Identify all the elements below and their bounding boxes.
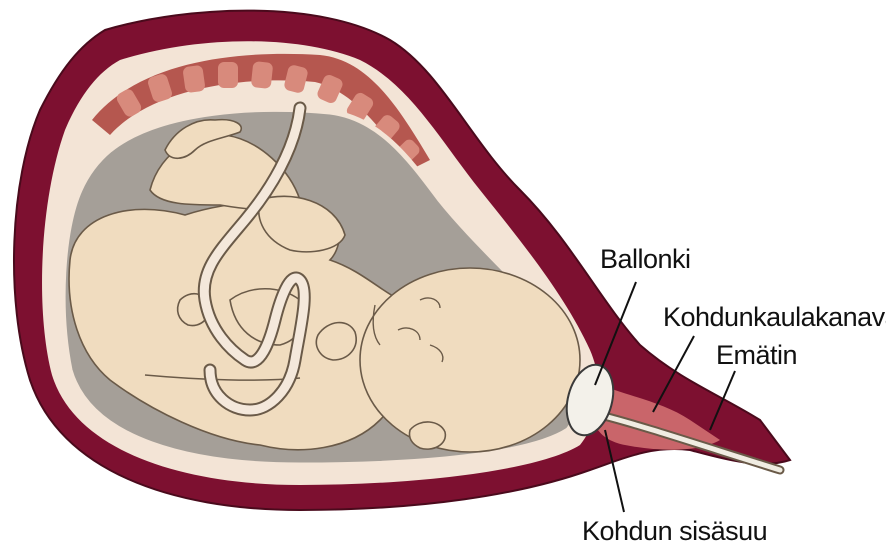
label-ballonki: Ballonki: [600, 244, 691, 274]
label-kohdunkaulakanava: Kohdunkaulakanava: [663, 302, 886, 332]
label-kohdun-sisasuu: Kohdun sisäsuu: [582, 516, 767, 546]
label-ematin: Emätin: [716, 340, 797, 370]
